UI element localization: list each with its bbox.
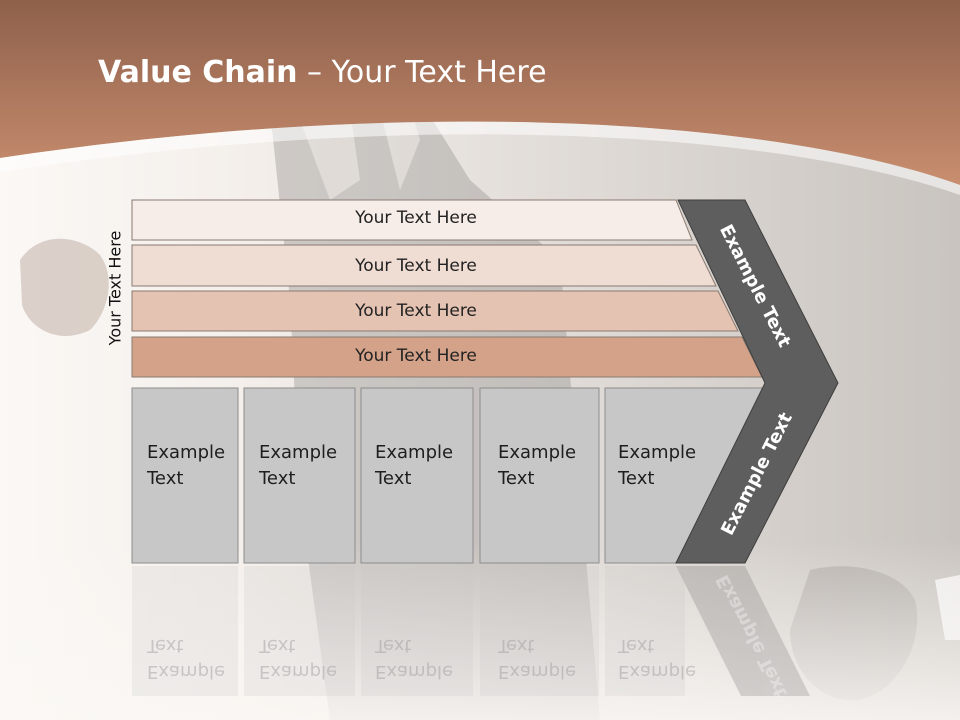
row-bar-1 [131,199,693,241]
cell-1-reflection: Example Text [147,632,225,684]
cell-3-reflection-line2: Text [375,635,412,656]
cell-5-reflection-line2: Text [618,635,655,656]
cell-4-reflection: Example Text [498,632,576,684]
cell-2-line2: Text [259,468,296,489]
cell-4: Example Text [498,440,576,492]
row-bar-3 [131,290,739,332]
reflection [132,566,810,696]
cell-box-3 [360,387,474,564]
slide-title: Value Chain – Your Text Here [98,55,547,90]
cell-4-line2: Text [498,468,535,489]
cell-2-reflection: Example Text [259,632,337,684]
cell-2-line1: Example [259,442,338,463]
cell-3-reflection: Example Text [375,632,453,684]
cell-box-1 [131,387,239,564]
title-bold: Value Chain [98,55,298,90]
cell-1: Example Text [147,440,225,492]
cell-2-reflection-line2: Text [259,635,296,656]
cell-4-line1: Example [498,442,577,463]
row-label-4: Your Text Here [355,346,477,366]
chevron-arrow [675,199,839,564]
row-bar-2 [131,244,717,287]
cell-2-reflection-line1: Example [259,661,338,682]
cell-2: Example Text [259,440,337,492]
cell-box-4 [479,387,600,564]
title-rest: – Your Text Here [297,55,547,90]
row-label-3: Your Text Here [355,301,477,321]
cell-3-line2: Text [375,468,412,489]
cell-4-reflection-line2: Text [498,635,535,656]
cell-5-reflection-line1: Example [618,661,697,682]
cell-5-line2: Text [618,468,655,489]
row-label-2: Your Text Here [355,256,477,276]
row-label-1: Your Text Here [355,208,477,228]
cell-1-reflection-line1: Example [147,661,226,682]
cell-5: Example Text [618,440,696,492]
cell-box-2 [243,387,356,564]
cell-5-reflection: Example Text [618,632,696,684]
cell-1-line1: Example [147,442,226,463]
cell-5-line1: Example [618,442,697,463]
cell-3-line1: Example [375,442,454,463]
cell-4-reflection-line1: Example [498,661,577,682]
cell-3-reflection-line1: Example [375,661,454,682]
cell-3: Example Text [375,440,453,492]
cell-1-line2: Text [147,468,184,489]
cell-1-reflection-line2: Text [147,635,184,656]
